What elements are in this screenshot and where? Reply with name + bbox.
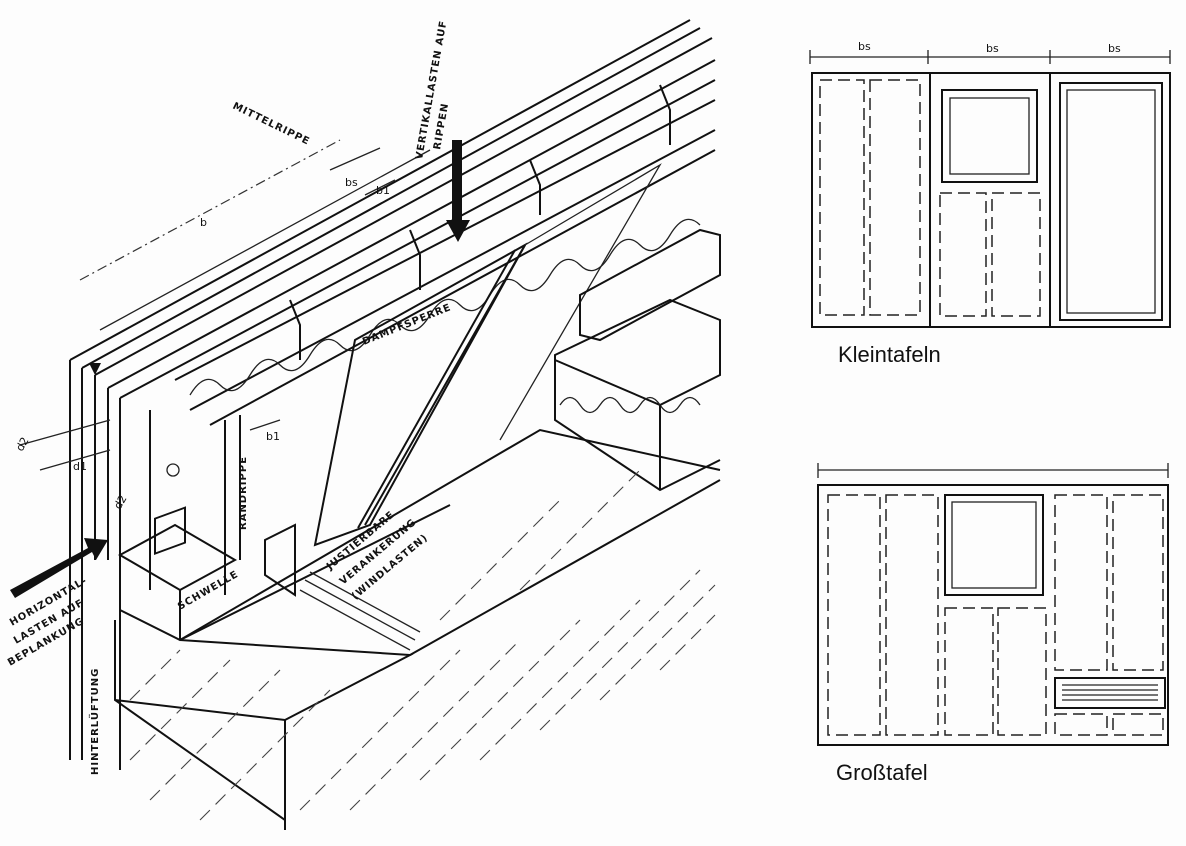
horizontal-load-arrow bbox=[10, 538, 108, 598]
label-mittelrippe: MITTELRIPPE bbox=[231, 101, 312, 148]
dim-d2-lower: d2 bbox=[111, 493, 129, 512]
dim-d1: d1 bbox=[73, 460, 87, 473]
dim-bs: bs bbox=[345, 176, 358, 189]
vent-grille bbox=[1054, 677, 1166, 709]
caption-grosstafel: Großtafel bbox=[836, 760, 928, 785]
label-hinterlueftung: HINTERLÜFTUNG bbox=[87, 668, 101, 775]
dim-b1-top: b1 bbox=[376, 184, 390, 197]
dim-bs-1: bs bbox=[858, 40, 871, 53]
anchor-plate bbox=[264, 523, 296, 597]
grosstafel-elevation: Großtafel bbox=[817, 463, 1169, 785]
dim-d2-left: d2 bbox=[13, 435, 31, 454]
dim-bs-3: bs bbox=[1108, 42, 1121, 55]
kleintafeln-elevation: bs bs bs Kleintafeln bbox=[809, 40, 1171, 367]
foundation-hatching bbox=[129, 469, 716, 821]
wall-isometric bbox=[19, 19, 721, 830]
dim-bs-2: bs bbox=[986, 42, 999, 55]
caption-kleintafeln: Kleintafeln bbox=[838, 342, 941, 367]
dim-b1-lower: b1 bbox=[266, 430, 280, 443]
label-vertikallasten-2: RIPPEN bbox=[432, 102, 451, 150]
vertical-load-arrow bbox=[446, 140, 470, 242]
label-dampfsperre: DAMPFSPERRE bbox=[361, 302, 453, 348]
ventilation-arrow-icon bbox=[89, 363, 101, 375]
label-randrippe: RANDRIPPE bbox=[238, 456, 249, 530]
dim-b: b bbox=[200, 216, 207, 229]
